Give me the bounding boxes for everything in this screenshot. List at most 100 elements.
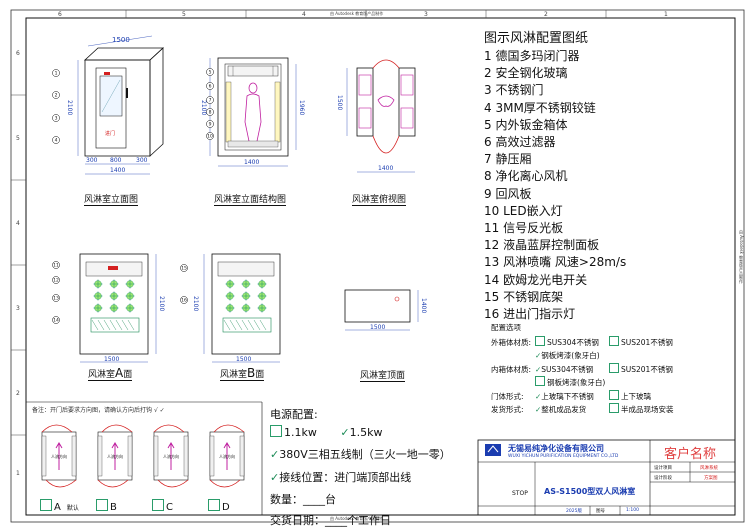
face-a-view [79,253,157,363]
legend-item-4: 4 3MM厚不锈钢铰链 [484,100,596,115]
config-option[interactable]: ✓SUS304不锈钢 [535,363,609,376]
power-option-1[interactable]: 1.1kw [270,425,317,439]
checkbox-icon[interactable] [609,336,619,346]
nozzle-mark [109,303,119,313]
scale-label: 1:100 [626,508,639,513]
nozzle-mark [109,291,119,301]
power-option-1-label: 1.1kw [284,426,317,439]
config-option[interactable]: 半成品现场安装 [609,403,683,416]
callout-4: 4 [52,136,60,144]
ruler-left-5: 2 [16,390,20,397]
wiring-check-icon[interactable]: ✓ [270,471,280,484]
legend-item-11: 11 信号反光板 [484,221,564,236]
svg-text:2: 2 [55,93,58,99]
svg-text:8: 8 [209,110,212,116]
config-option[interactable]: SUS201不锈钢 [609,336,683,349]
nozzle-mark [241,291,251,301]
ruler-left-2: 5 [16,135,20,142]
dim-side-left: 300 [86,157,98,164]
design-value: 方案图 [704,476,718,481]
config-option[interactable]: ✓上玻璃下不锈钢 [535,390,609,403]
svg-text:12: 12 [53,278,59,284]
flow-option-D[interactable]: D [208,499,230,513]
flow-option-B[interactable]: B [96,499,117,513]
flow-note-text: 备注：开门后要求方向图，请确认方向后打钩 [32,407,153,414]
flow-option-letter: B [110,502,117,513]
voltage-check-icon[interactable]: ✓ [270,448,280,461]
checkbox-icon[interactable] [609,362,619,373]
svg-text:1: 1 [55,71,58,77]
legend-item-7: 7 静压厢 [484,152,532,167]
ruler-top-4: 3 [424,11,428,18]
callout-14: 14 [52,316,60,324]
svg-text:5: 5 [209,70,212,76]
flow-option-A[interactable]: A 默认 [40,499,79,513]
voltage-option[interactable]: ✓380V三相五线制（三火一地一零） [270,446,451,462]
wiring-option[interactable]: ✓接线位置：进门端顶部出线 [270,469,451,485]
callout-2: 2 [52,91,60,99]
flow-option-checkbox[interactable] [96,499,108,511]
legend-item-1: 1 德国多玛闭门器 [484,49,580,63]
power-check-2-icon[interactable]: ✓ [340,426,350,439]
config-option-label: 钢板烤漆(象牙白) [541,351,600,361]
door-label-elevation: 进门 [105,131,116,137]
face-b-view [203,253,281,363]
config-option[interactable]: SUS201不锈钢 [609,362,683,376]
dim-face-b-width: 1500 [236,356,252,363]
side-watermark: 由 Autodesk 教育版产品制作 [739,230,744,284]
power-checkbox-1[interactable] [270,425,282,437]
voltage-label: 380V三相五线制（三火一地一零） [279,448,451,461]
svg-text:10: 10 [207,134,213,140]
flow-option-C[interactable]: C [152,499,173,513]
wiring-label: 接线位置：进门端顶部出线 [279,471,412,484]
dim-depth: 1500 [112,36,130,44]
dim-face-b-height: 2100 [192,296,199,312]
nozzle-grid-a [93,279,135,313]
nozzle-mark [93,279,103,289]
elevation-view [77,35,165,175]
config-row-5: 门体形式:✓上玻璃下不锈钢上下玻璃 [491,389,683,403]
checkbox-icon[interactable] [609,403,619,414]
caption-top-view: 风淋室顶面 [360,368,406,382]
model-name: AS-S1500型双人风淋室 [544,487,636,496]
dim-width-elevation: 1400 [110,167,126,174]
project-label: 设计项目 [654,466,672,471]
svg-text:15: 15 [181,266,187,272]
caption-top-section: 风淋室俯视图 [352,192,407,206]
dim-side-right: 300 [136,157,148,164]
flow-note: 备注：开门后要求方向图，请确认方向后打钩 √ ✓ [32,405,165,414]
legend-item-14: 14 欧姆龙光电开关 [484,272,588,287]
config-option[interactable]: ✓钢板烤漆(象牙白) [535,349,609,362]
nozzle-mark [93,291,103,301]
ruler-top-1: 6 [58,11,62,18]
checkmark-icon[interactable]: ✓ [535,405,542,415]
config-option[interactable]: 钢板烤漆(象牙白) [535,376,609,389]
company-name-en: WUXI YICHUN PURIFICATION EQUIPMENT CO.,L… [508,454,619,459]
checkmark-icon[interactable]: ✓ [535,391,542,401]
legend-item-2: 2 安全钢化玻璃 [484,66,568,81]
config-option[interactable]: 上下玻璃 [609,389,683,403]
legend-item-6: 6 高效过滤器 [484,135,556,150]
flow-option-checkbox[interactable] [40,499,52,511]
checkbox-icon[interactable] [535,336,545,346]
checkbox-icon[interactable] [609,389,619,400]
config-option-label: SUS201不锈钢 [621,338,673,347]
flow-option-checkbox[interactable] [208,499,220,511]
legend-item-10: 10 LED嵌入灯 [484,203,563,218]
config-option[interactable]: ✓整机成品发货 [535,403,609,416]
checkmark-icon[interactable]: ✓ [535,364,542,374]
flow-option-letter: A [54,502,61,513]
callout-9: 9 [206,120,214,128]
config-row-label: 内箱体材质: [491,364,532,374]
flow-diagram-D: 人流方向 [209,424,245,488]
config-option[interactable]: SUS304不锈钢 [535,336,609,349]
checkmark-icon[interactable]: ✓ [535,351,542,361]
power-option-2[interactable]: ✓1.5kw [340,426,382,439]
config-row-2: ✓钢板烤漆(象牙白) [491,349,683,362]
checkbox-icon[interactable] [535,376,545,387]
flow-option-checkbox[interactable] [152,499,164,511]
flow-default-label: 默认 [66,505,79,512]
svg-text:6: 6 [209,84,212,90]
config-option-label: 半成品现场安装 [621,405,674,415]
